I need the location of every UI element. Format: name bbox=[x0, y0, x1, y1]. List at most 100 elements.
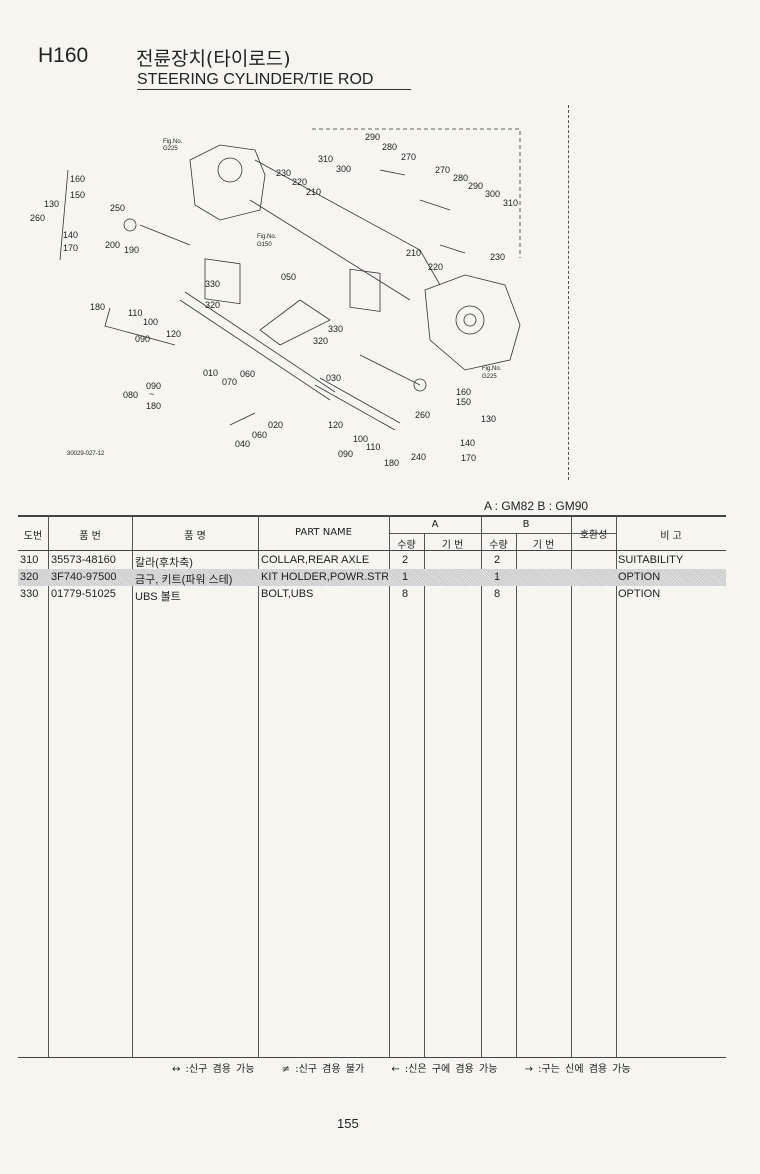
callout-100: 100 bbox=[143, 317, 158, 327]
callout-170: 170 bbox=[63, 243, 78, 253]
callout-050: 050 bbox=[281, 272, 296, 282]
callout-330: 330 bbox=[328, 324, 343, 334]
callout-110: 110 bbox=[128, 308, 142, 318]
callout-150: 150 bbox=[456, 397, 471, 407]
callout-120: 120 bbox=[166, 329, 181, 339]
callout-140: 140 bbox=[63, 230, 78, 240]
callout-250: 250 bbox=[110, 203, 125, 213]
col-divider bbox=[389, 517, 390, 1057]
callout-060: 060 bbox=[240, 369, 255, 379]
callout-310: 310 bbox=[503, 198, 518, 208]
callout-170: 170 bbox=[461, 453, 476, 463]
drawing-id: 30029-027-12 bbox=[67, 451, 105, 457]
cell-remarks: OPTION bbox=[618, 571, 661, 583]
callout-100: 100 bbox=[353, 434, 368, 444]
callout-290: 290 bbox=[468, 181, 483, 191]
header-group-b: B bbox=[522, 519, 530, 530]
svg-text:Fig.No.: Fig.No. bbox=[163, 139, 183, 145]
legend-item: ↔ :신구 겸용 가능 bbox=[172, 1064, 255, 1075]
fig-ref-1: Fig.No. G225 bbox=[163, 139, 183, 152]
header-serial-b: 기 번 bbox=[532, 540, 555, 551]
cell-remarks: SUITABILITY bbox=[618, 554, 684, 566]
callout-120: 120 bbox=[328, 420, 343, 430]
cell-qty-b: 8 bbox=[494, 588, 501, 600]
page-number: 155 bbox=[337, 1116, 359, 1131]
callout-020: 020 bbox=[268, 420, 283, 430]
cell-qty-b: 1 bbox=[494, 571, 501, 583]
callout-310: 310 bbox=[318, 154, 333, 164]
callout-160: 160 bbox=[456, 387, 471, 397]
cell-part-name: BOLT,UBS bbox=[261, 588, 314, 600]
cell-name-ko: 금구, 키트(파워 스테) bbox=[135, 574, 233, 586]
callout-110: 110 bbox=[366, 442, 380, 452]
callout-320: 320 bbox=[205, 300, 220, 310]
cell-qty-a: 1 bbox=[402, 571, 409, 583]
callout-130: 130 bbox=[44, 199, 59, 209]
callout-280: 280 bbox=[382, 142, 397, 152]
callout-060: 060 bbox=[252, 430, 267, 440]
header-part-name: PART NAME bbox=[294, 527, 352, 538]
callout-300: 300 bbox=[336, 164, 351, 174]
svg-text:G150: G150 bbox=[257, 242, 272, 248]
callout-220: 220 bbox=[428, 262, 443, 272]
callout-090: 090 bbox=[146, 381, 161, 391]
cell-qty-b: 2 bbox=[494, 554, 501, 566]
header-serial-a: 기 번 bbox=[441, 540, 464, 551]
col-divider bbox=[616, 517, 617, 1057]
cell-no: 310 bbox=[20, 554, 39, 566]
callout-190: 190 bbox=[124, 245, 139, 255]
callout-220: 220 bbox=[292, 177, 307, 187]
header-subdivider bbox=[389, 533, 616, 534]
callout-080: 080 bbox=[123, 390, 138, 400]
header-part-no: 품 번 bbox=[79, 531, 101, 542]
cell-part-no: 3F740-97500 bbox=[51, 571, 117, 583]
callout-040: 040 bbox=[235, 439, 250, 449]
callout-280: 280 bbox=[453, 173, 468, 183]
callout-090: 090 bbox=[338, 449, 353, 459]
header-bottom-rule bbox=[18, 550, 726, 551]
cell-name-ko: UBS 볼트 bbox=[135, 591, 181, 603]
header-group-a: A bbox=[431, 519, 439, 530]
callout-070: 070 bbox=[222, 377, 237, 387]
col-divider bbox=[424, 534, 425, 1057]
header-qty-a: 수량 bbox=[397, 540, 416, 551]
parts-table: 도번 품 번 품 명 PART NAME A B 수량 기 번 수량 기 번 호… bbox=[18, 515, 726, 1058]
callout-130: 130 bbox=[481, 414, 496, 424]
legend-item: → :구는 신에 겸용 가능 bbox=[524, 1064, 631, 1075]
cell-name-ko: 칼라(후차축) bbox=[135, 557, 193, 569]
fig-ref-2: Fig.No. G150 bbox=[257, 234, 277, 248]
legend-item: ← :신은 구에 겸용 가능 bbox=[391, 1064, 498, 1075]
cell-no: 330 bbox=[20, 588, 39, 600]
callout-030: 030 bbox=[326, 373, 341, 383]
header-no: 도번 bbox=[23, 531, 43, 542]
callout-320: 320 bbox=[313, 336, 328, 346]
callout-010: 010 bbox=[203, 368, 218, 378]
section-title-english: STEERING CYLINDER/TIE ROD bbox=[137, 71, 411, 90]
callout-090: 090 bbox=[135, 334, 150, 344]
model-legend: A : GM82 B : GM90 bbox=[484, 499, 589, 513]
callout-260: 260 bbox=[415, 410, 430, 420]
callout-150: 150 bbox=[70, 190, 85, 200]
callout-210: 210 bbox=[406, 248, 421, 258]
callout-180: 180 bbox=[146, 401, 161, 411]
callout-260: 260 bbox=[30, 213, 45, 223]
diagram-linework bbox=[59, 128, 521, 431]
callout-~: ~ bbox=[149, 389, 154, 399]
cell-qty-a: 2 bbox=[402, 554, 409, 566]
col-divider bbox=[571, 517, 572, 1057]
col-divider bbox=[516, 534, 517, 1057]
col-divider bbox=[132, 517, 133, 1057]
callout-270: 270 bbox=[401, 152, 416, 162]
callout-180: 180 bbox=[384, 458, 399, 468]
header-remarks: 비 고 bbox=[660, 531, 682, 542]
svg-text:Fig.No.: Fig.No. bbox=[257, 234, 277, 240]
fig-ref-3: Fig.No. G225 bbox=[482, 366, 502, 380]
col-divider bbox=[48, 517, 49, 1057]
callout-330: 330 bbox=[205, 279, 220, 289]
callout-300: 300 bbox=[485, 189, 500, 199]
